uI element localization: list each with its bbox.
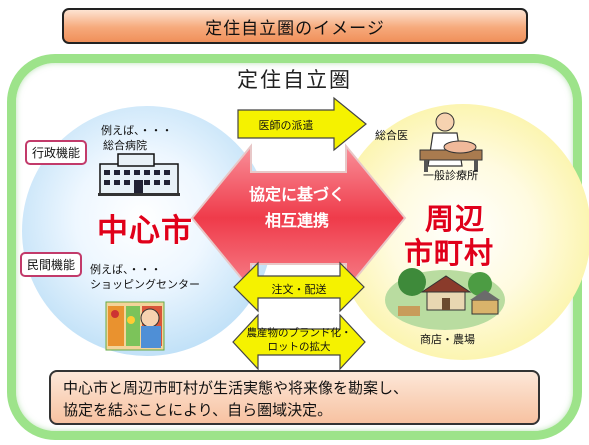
description-box: 中心市と周辺市町村が生活実態や将来像を勘案し、 協定を結ぶことにより、自ら圏域決… <box>49 370 540 425</box>
doctor-dispatch-label: 医師の派遣 <box>258 119 314 132</box>
doctor-dispatch-arrow <box>237 96 367 152</box>
order-delivery-arrow <box>233 261 365 313</box>
private-function-tag: 民間機能 <box>20 252 83 277</box>
private-example-label: 例えば、・・・ ショッピングセンター <box>90 263 200 291</box>
region-title: 定住自立圏 <box>237 68 352 92</box>
shopping-center-icon <box>105 301 165 351</box>
admin-example-label: 例えば、・・・ 総合病院 <box>101 124 173 152</box>
general-doctor-label: 総合医 <box>375 129 408 142</box>
brand-expansion-label: 農産物のブランド化・ ロットの拡大 <box>246 327 352 353</box>
surrounding-name-line2: 市町村 <box>404 236 495 270</box>
mutual-cooperation-label: 協定に基づく 相互連携 <box>248 185 345 230</box>
brand-expansion-arrow <box>232 313 366 371</box>
center-city-name: 中心市 <box>97 213 193 249</box>
doctor-clinic-icon <box>419 112 483 172</box>
surrounding-name-line1: 周辺 <box>425 202 486 236</box>
hospital-icon <box>98 153 180 196</box>
order-delivery-label: 注文・配送 <box>271 283 327 296</box>
admin-function-tag: 行政機能 <box>25 140 88 165</box>
general-clinic-label: 一般診療所 <box>423 169 478 182</box>
description-line2: 協定を結ぶことにより、自ら圏域決定。 <box>63 401 333 419</box>
shops-farms-label: 商店・農場 <box>420 333 475 346</box>
village-farm-icon <box>385 268 505 330</box>
description-line1: 中心市と周辺市町村が生活実態や将来像を勘案し、 <box>63 379 409 397</box>
diagram-title: 定住自立圏のイメージ <box>62 8 528 44</box>
